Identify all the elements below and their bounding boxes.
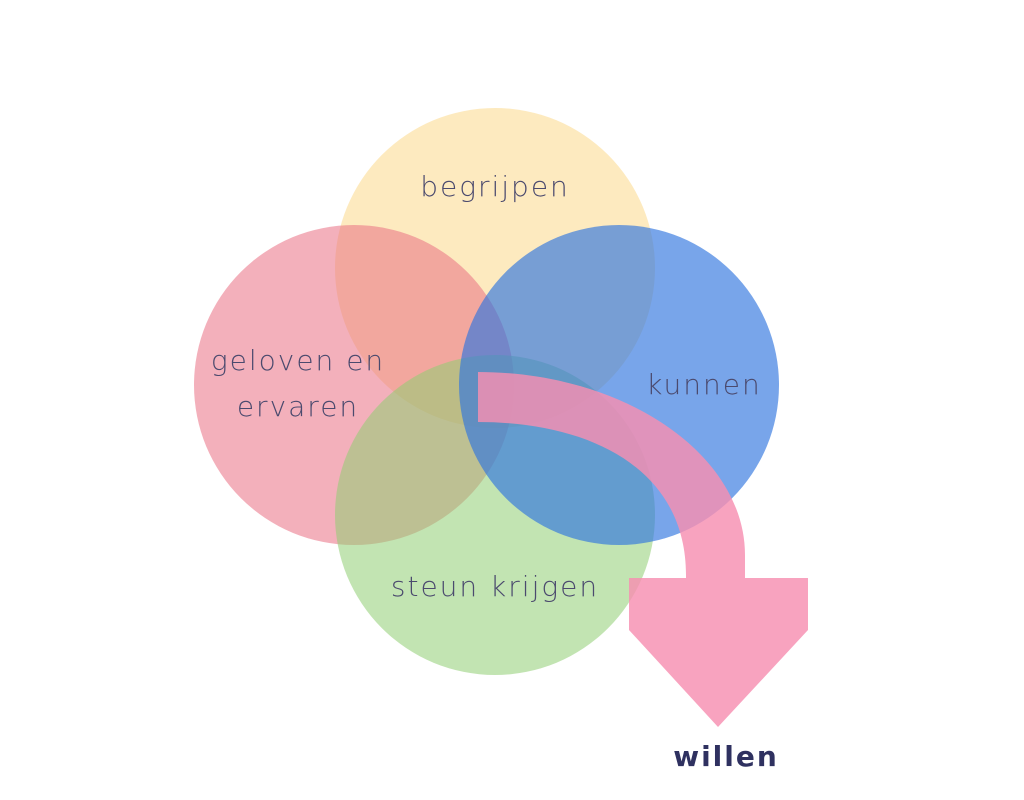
label-steun-krijgen: steun krijgen — [391, 570, 599, 603]
label-willen: willen — [673, 740, 779, 773]
label-ervaren-line2: ervaren — [237, 390, 359, 423]
label-geloven-en-line1: geloven en — [211, 344, 385, 377]
curved-arrow — [478, 372, 808, 727]
label-begrijpen: begrijpen — [420, 170, 570, 203]
label-kunnen: kunnen — [646, 368, 762, 401]
